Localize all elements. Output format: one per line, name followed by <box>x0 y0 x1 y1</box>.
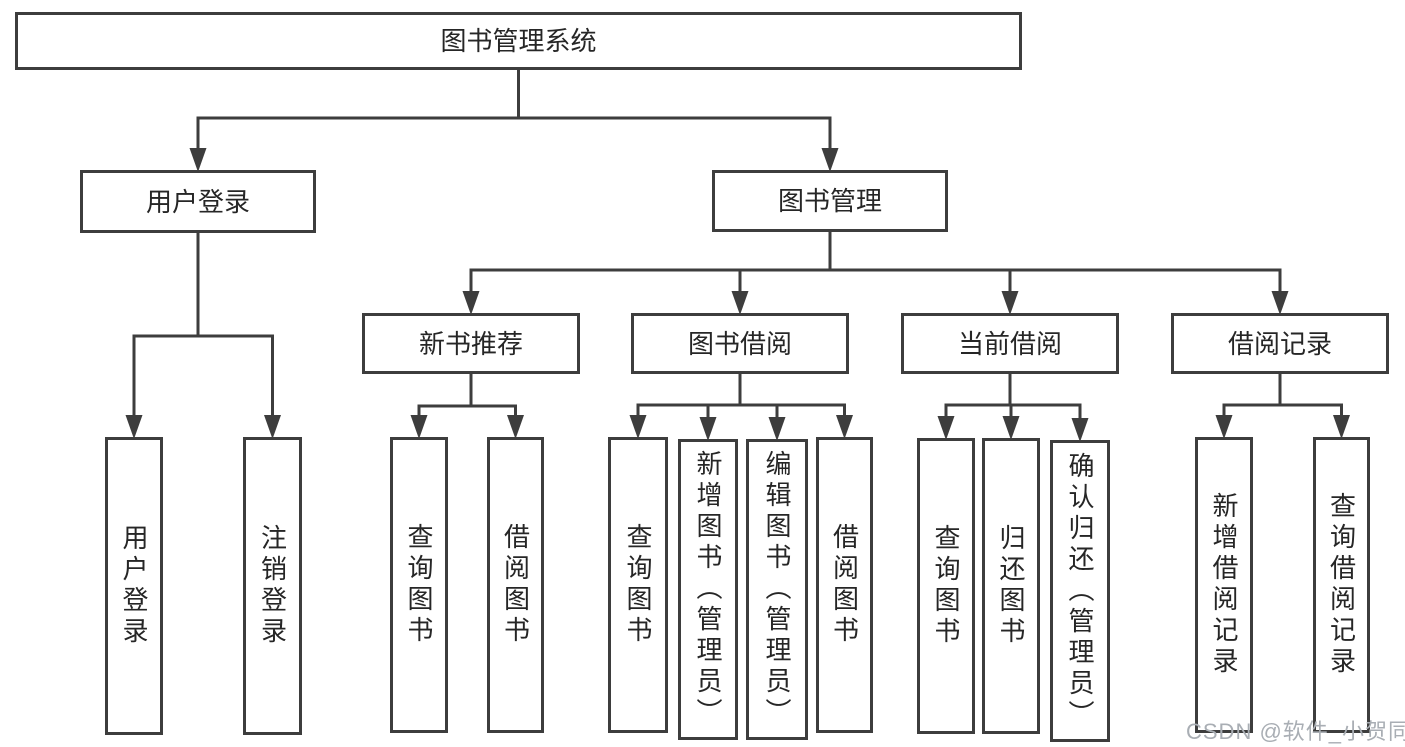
arrowhead-book-mgmt <box>821 148 839 172</box>
arrowhead-leaf-confirm-return <box>1071 418 1089 442</box>
watermark: CSDN @软件_小贺同学 <box>1186 719 1405 744</box>
arrowhead-new-book-rec <box>462 291 480 315</box>
node-leaf-query-book-3: 查询图书 <box>917 438 975 734</box>
arrowhead-leaf-borrow-book-2 <box>836 415 853 439</box>
node-leaf-user-login: 用户登录 <box>105 437 163 735</box>
arrowhead-borrow-records <box>1271 291 1289 315</box>
arrowhead-user-login <box>189 148 207 172</box>
node-label: 注销登录 <box>257 524 288 648</box>
node-label: 图书管理 <box>777 186 882 216</box>
node-leaf-confirm-return: 确认归还（管理员） <box>1050 440 1110 742</box>
arrowhead-leaf-user-login <box>125 415 143 439</box>
node-label: 查询图书 <box>404 523 434 647</box>
node-leaf-query-book-2: 查询图书 <box>608 437 668 733</box>
node-current-borrow: 当前借阅 <box>901 313 1119 374</box>
node-label: 新增图书（管理员） <box>693 450 723 729</box>
node-root: 图书管理系统 <box>15 12 1022 70</box>
arrowhead-leaf-add-book <box>699 417 717 441</box>
arrowhead-leaf-query-book-3 <box>937 416 955 440</box>
node-label: 归还图书 <box>996 524 1026 648</box>
node-new-book-rec: 新书推荐 <box>362 313 580 374</box>
node-leaf-return-book: 归还图书 <box>982 438 1040 734</box>
arrowhead-book-borrow <box>731 291 749 315</box>
node-label: 借阅图书 <box>500 523 531 647</box>
node-leaf-add-record: 新增借阅记录 <box>1195 437 1253 733</box>
node-label: 借阅记录 <box>1227 328 1332 359</box>
arrowhead-leaf-add-record <box>1215 415 1233 439</box>
arrowhead-current-borrow <box>1001 291 1019 315</box>
node-borrow-records: 借阅记录 <box>1171 313 1389 374</box>
node-leaf-logout: 注销登录 <box>243 437 302 735</box>
arrowhead-leaf-query-book-2 <box>629 415 647 439</box>
arrowhead-leaf-edit-book <box>768 417 786 441</box>
node-leaf-borrow-book-2: 借阅图书 <box>816 437 873 733</box>
node-label: 编辑图书（管理员） <box>762 450 792 729</box>
arrowhead-leaf-borrow-book-1 <box>507 415 524 439</box>
node-label: 新书推荐 <box>418 328 523 359</box>
arrowhead-leaf-query-book-1 <box>410 415 428 439</box>
node-label: 用户登录 <box>119 524 149 648</box>
arrowhead-leaf-logout <box>264 415 281 439</box>
node-leaf-query-record: 查询借阅记录 <box>1313 437 1370 733</box>
node-user-login: 用户登录 <box>80 170 316 233</box>
node-leaf-query-book-1: 查询图书 <box>390 437 448 733</box>
node-leaf-edit-book: 编辑图书（管理员） <box>746 439 808 740</box>
node-label: 图书借阅 <box>687 328 792 359</box>
node-label: 确认归还（管理员） <box>1065 451 1095 731</box>
node-label: 查询借阅记录 <box>1326 492 1357 678</box>
arrowhead-leaf-query-record <box>1333 415 1350 439</box>
node-label: 用户登录 <box>145 186 250 217</box>
node-label: 新增借阅记录 <box>1209 492 1239 678</box>
node-label: 查询图书 <box>931 524 961 648</box>
node-label: 查询图书 <box>623 523 653 647</box>
arrowhead-leaf-return-book <box>1002 416 1020 440</box>
node-leaf-add-book: 新增图书（管理员） <box>678 439 738 740</box>
node-book-mgmt: 图书管理 <box>712 170 948 232</box>
node-label: 图书管理系统 <box>440 26 597 56</box>
node-book-borrow: 图书借阅 <box>631 313 849 374</box>
node-leaf-borrow-book-1: 借阅图书 <box>487 437 544 733</box>
node-label: 当前借阅 <box>957 328 1062 359</box>
node-label: 借阅图书 <box>829 523 860 647</box>
